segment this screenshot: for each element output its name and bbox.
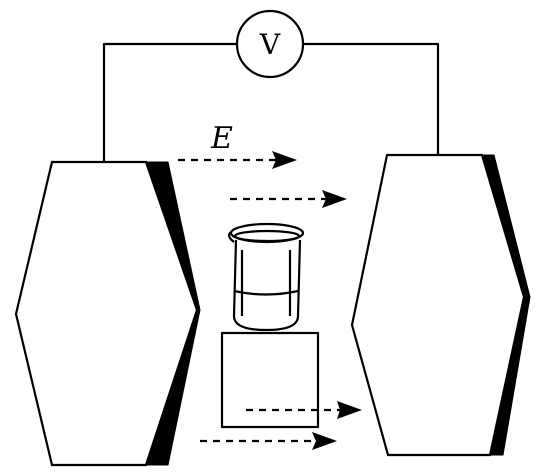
- field-label: E: [210, 121, 233, 156]
- field-line-1: [178, 151, 297, 169]
- field-line-4: [200, 432, 337, 450]
- right-plate: [350, 153, 531, 457]
- voltmeter-circle: [235, 9, 305, 79]
- field-line-2: [230, 190, 347, 208]
- circuit-wire: [102, 42, 440, 162]
- voltmeter: V: [235, 9, 305, 79]
- beaker: [227, 222, 305, 332]
- stand-block: [220, 331, 320, 429]
- field-line-3: [246, 401, 362, 419]
- voltmeter-label: V: [259, 28, 281, 61]
- left-plate: [14, 160, 201, 467]
